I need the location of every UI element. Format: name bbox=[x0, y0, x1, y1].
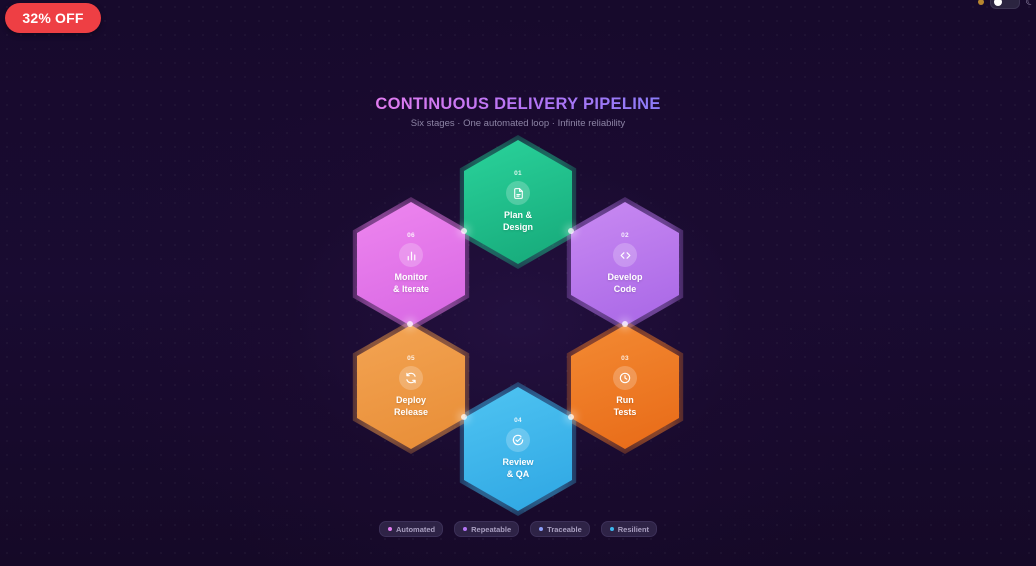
stage-label: Develop Code bbox=[607, 272, 643, 294]
connector-dot bbox=[461, 414, 467, 420]
stage-label: Run Tests bbox=[613, 395, 637, 417]
moon-icon: ☾ bbox=[1025, 0, 1036, 8]
tag-resilient: Resilient bbox=[600, 521, 658, 537]
stage-label: Review & QA bbox=[502, 457, 534, 479]
stage-number: 06 bbox=[407, 232, 415, 239]
stage-number: 03 bbox=[621, 355, 629, 362]
clock-icon bbox=[613, 366, 637, 390]
tag-traceable: Traceable bbox=[530, 521, 590, 537]
tag-label: Repeatable bbox=[471, 524, 512, 534]
stage-label: Plan & Design bbox=[502, 210, 533, 232]
sun-icon bbox=[978, 0, 984, 5]
stage-number: 01 bbox=[514, 170, 522, 177]
theme-toggle[interactable] bbox=[978, 0, 1020, 9]
connector-dot bbox=[568, 414, 574, 420]
connector-dot bbox=[568, 228, 574, 234]
code-icon bbox=[613, 243, 637, 267]
connector-dot bbox=[461, 228, 467, 234]
stage-label: Deploy Release bbox=[393, 395, 429, 417]
tag-label: Automated bbox=[395, 524, 436, 534]
tag-repeatable: Repeatable bbox=[454, 521, 520, 537]
stage-plan-design[interactable]: 01 Plan & Design bbox=[464, 140, 572, 264]
stage-number: 05 bbox=[407, 355, 415, 362]
stage-label: Monitor & Iterate bbox=[392, 272, 429, 294]
toggle-knob bbox=[994, 0, 1002, 6]
discount-badge[interactable]: 32% OFF bbox=[5, 3, 101, 33]
refresh-icon bbox=[399, 366, 423, 390]
toggle-switch[interactable] bbox=[990, 0, 1020, 9]
page-subtitle: Six stages · One automated loop · Infini… bbox=[410, 118, 626, 129]
check-circle-icon bbox=[506, 428, 530, 452]
connector-dot bbox=[622, 321, 628, 327]
tag-label: Resilient bbox=[617, 524, 650, 534]
dot-icon bbox=[387, 527, 392, 531]
page-title: CONTINUOUS DELIVERY PIPELINE bbox=[375, 95, 661, 113]
tag-label: Traceable bbox=[547, 524, 582, 534]
stage-number: 04 bbox=[514, 417, 522, 424]
tag-automated: Automated bbox=[378, 521, 444, 537]
connector-dot bbox=[407, 321, 413, 327]
dot-icon bbox=[539, 527, 544, 531]
stage-number: 02 bbox=[621, 232, 629, 239]
dot-icon bbox=[609, 527, 614, 531]
feature-tags: Automated Repeatable Traceable Resilient bbox=[0, 521, 1036, 537]
document-icon bbox=[506, 181, 530, 205]
dot-icon bbox=[463, 527, 468, 531]
bar-chart-icon bbox=[399, 243, 423, 267]
